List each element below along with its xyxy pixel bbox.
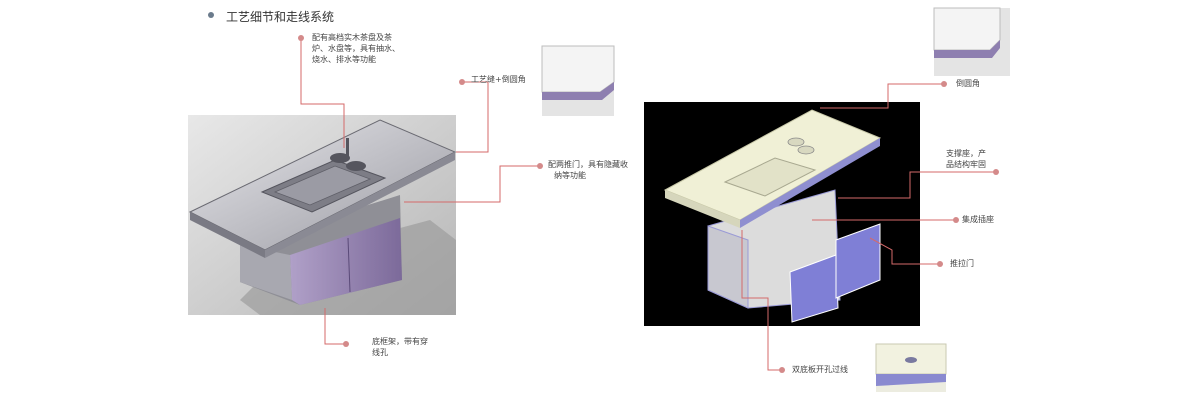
callout-base-frame: 底框架，带有穿 线孔 (372, 336, 428, 358)
right-door-right (835, 223, 881, 299)
left-door-split (347, 237, 351, 293)
left-base-side (240, 245, 292, 300)
left-tabletop-edge-front (190, 212, 265, 258)
inset-right-edge (934, 40, 1000, 58)
dot-seam (459, 79, 465, 85)
line-chamfer (820, 83, 944, 109)
page-title: 工艺细节和走线系统 (226, 10, 335, 24)
right-callout-lines (741, 83, 996, 371)
right-kettle-1 (787, 137, 805, 147)
left-faucet (346, 138, 349, 158)
inset-left-edge (542, 82, 614, 100)
left-callout-lines (300, 38, 540, 345)
callout-double-door-line-1: 配两推门，具有隐藏收 (548, 160, 628, 169)
inset-bottom-hole-circle (905, 357, 917, 363)
dot-tea-tray (298, 35, 304, 41)
dot-bottom-hole (779, 367, 785, 373)
inset-right-top (933, 7, 1001, 51)
title-bullet (208, 12, 214, 18)
right-tabletop-edge-side (740, 138, 880, 228)
callout-pull-door: 推拉门 (950, 259, 974, 268)
dot-integrated-base (953, 217, 959, 223)
right-render (644, 102, 920, 326)
dot-double-door (537, 163, 543, 169)
callout-support-line-1: 支撑座，产 (946, 149, 986, 158)
right-callout-dots (779, 81, 999, 373)
callout-seam-chamfer: 工艺缝+倒圆角 (471, 75, 526, 84)
left-tea-tray-grille (273, 165, 372, 206)
dot-chamfer (941, 81, 947, 87)
callout-double-door: 配两推门，具有隐藏收 纳等功能 (548, 159, 628, 181)
line-pull-door (869, 237, 940, 265)
left-tabletop-edge-side (265, 152, 455, 258)
inset-bottom-edge (876, 374, 946, 386)
dot-pull-door (937, 261, 943, 267)
line-support (838, 171, 996, 199)
right-tabletop-edge (665, 190, 740, 228)
callout-tea-tray-line-3: 烧水、排水等功能 (312, 55, 376, 64)
inset-chamfer-left (541, 45, 615, 116)
line-tea-tray (300, 38, 345, 148)
callout-base-frame-line-1: 底框架，带有穿 (372, 337, 428, 346)
left-render (188, 115, 457, 315)
line-seam (456, 81, 489, 153)
right-cabinet-side (707, 225, 749, 309)
callout-tea-tray: 配有高档实木茶盘及茶 炉、水盘等，具有抽水、 烧水、排水等功能 (312, 32, 400, 65)
left-kettle-1 (330, 153, 350, 163)
dot-base-frame (343, 341, 349, 347)
callout-bottom-hole: 双底板开孔过线 (792, 365, 848, 374)
line-double-door (404, 165, 540, 203)
left-callout-dots (298, 35, 543, 347)
callout-support-line-2: 品结构牢固 (946, 160, 986, 169)
inset-chamfer-right (933, 7, 1010, 76)
right-door-left (789, 254, 839, 323)
callout-tea-tray-line-2: 炉、水盘等，具有抽水、 (312, 44, 400, 53)
callout-support: 支撑座，产 品结构牢固 (946, 148, 986, 170)
line-base-frame (324, 308, 346, 345)
callout-base-frame-line-2: 线孔 (372, 348, 388, 357)
inset-left-top (541, 45, 615, 93)
right-tea-tray (723, 157, 817, 197)
left-door-panel (290, 218, 402, 305)
dot-support (993, 169, 999, 175)
callout-tea-tray-line-1: 配有高档实木茶盘及茶 (312, 33, 392, 42)
left-kettle-2 (346, 161, 366, 171)
right-kettle-2 (797, 145, 815, 155)
callout-chamfer: 倒圆角 (956, 79, 980, 88)
callout-integrated-base: 集成插座 (962, 215, 994, 224)
callout-double-door-line-2: 纳等功能 (554, 171, 586, 180)
line-bottom-hole (741, 230, 782, 371)
inset-bottom-hole (875, 343, 947, 392)
